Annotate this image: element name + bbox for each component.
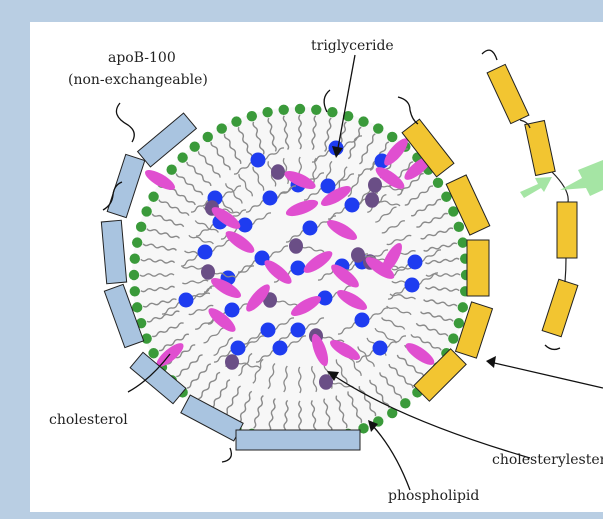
phospholipid-head: [247, 111, 257, 121]
phospholipid-head: [454, 222, 464, 232]
cholesterol-label: cholesterol: [49, 412, 128, 428]
free-apo-segment: [557, 202, 577, 258]
triglyceride-molecule: [198, 245, 213, 260]
triglyceride-molecule: [231, 341, 246, 356]
phospholipid-head: [311, 105, 321, 115]
cholesteryl-ester-head: [271, 164, 285, 180]
phospholipid-head: [279, 105, 289, 115]
cholesteryl-ester-head: [365, 192, 379, 208]
phospholipid-label: phospholipid: [388, 488, 479, 504]
cholesteryl-ester-head: [351, 247, 365, 263]
phospholipid-head: [448, 333, 458, 343]
triglyceride-molecule: [405, 278, 420, 293]
phospholipid-head: [177, 152, 187, 162]
apob-label-line1: apoB-100: [108, 50, 176, 66]
phospholipid-head: [373, 123, 383, 133]
phospholipid-head: [387, 132, 397, 142]
apob-segment: [236, 430, 360, 450]
cholesteryl-ester-head: [201, 264, 215, 280]
phospholipid-head: [231, 116, 241, 126]
apob-label-line2: (non-exchangeable): [68, 72, 208, 88]
phospholipid-head: [132, 302, 142, 312]
phospholipid-head: [148, 348, 158, 358]
phospholipid-head: [400, 398, 410, 408]
phospholipid-head: [129, 270, 139, 280]
cholesteryl-ester-head: [368, 177, 382, 193]
triglyceride-molecule: [373, 341, 388, 356]
cholesteryl-ester-head: [225, 354, 239, 370]
triglyceride-molecule: [261, 323, 276, 338]
phospholipid-head: [262, 107, 272, 117]
triglyceride-molecule: [408, 255, 423, 270]
phospholipid-head: [130, 286, 140, 296]
triglyceride-molecule: [251, 153, 266, 168]
phospholipid-head: [295, 104, 305, 114]
phospholipid-head: [141, 206, 151, 216]
triglyceride-molecule: [291, 323, 306, 338]
phospholipid-head: [166, 164, 176, 174]
triglyceride-molecule: [225, 303, 240, 318]
cholesteryl-ester-head: [289, 238, 303, 254]
phospholipid-head: [148, 192, 158, 202]
phospholipid-head: [358, 116, 368, 126]
phospholipid-head: [217, 123, 227, 133]
triglyceride-molecule: [273, 341, 288, 356]
triglyceride-molecule: [345, 198, 360, 213]
phospholipid-head: [433, 178, 443, 188]
triglyceride-molecule: [355, 313, 370, 328]
cholesteryl-ester-label: cholesterylester: [492, 452, 603, 468]
exchangeable-apo-segment: [467, 240, 489, 296]
triglyceride-molecule: [179, 293, 194, 308]
phospholipid-head: [132, 237, 142, 247]
phospholipid-head: [458, 237, 468, 247]
phospholipid-head: [203, 132, 213, 142]
phospholipid-head: [136, 222, 146, 232]
triglyceride-molecule: [263, 191, 278, 206]
triglyceride-molecule: [303, 221, 318, 236]
triglyceride-molecule: [291, 261, 306, 276]
phospholipid-head: [189, 141, 199, 151]
phospholipid-head: [454, 318, 464, 328]
phospholipid-head: [327, 107, 337, 117]
phospholipid-head: [130, 254, 140, 264]
phospholipid-head: [458, 302, 468, 312]
triglyceride-label: triglyceride: [311, 38, 394, 54]
